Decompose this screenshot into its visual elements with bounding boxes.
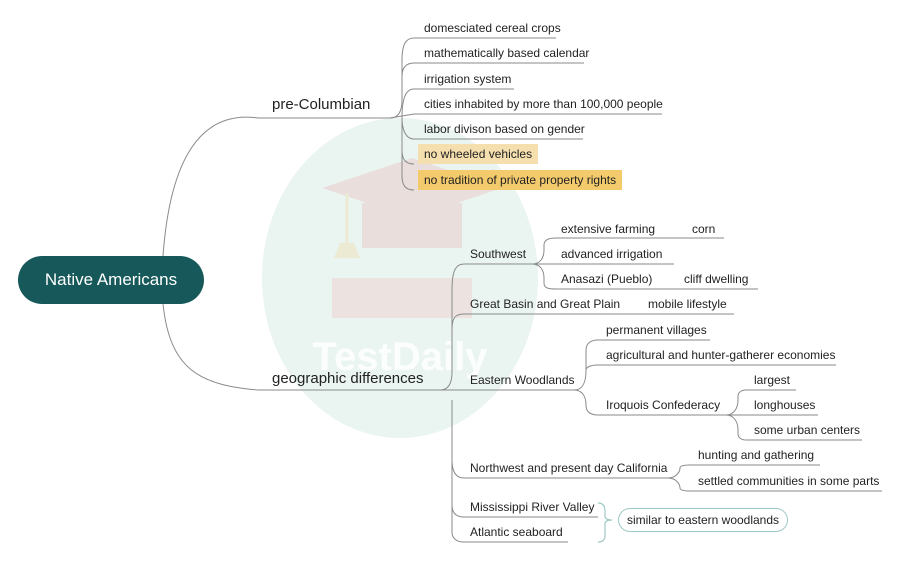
node-corn[interactable]: corn: [692, 222, 716, 236]
node-labor-division[interactable]: labor divison based on gender: [424, 122, 585, 136]
node-advanced-irrigation[interactable]: advanced irrigation: [561, 247, 663, 261]
node-eastern-woodlands[interactable]: Eastern Woodlands: [470, 373, 575, 387]
node-great-basin[interactable]: Great Basin and Great Plain: [470, 297, 621, 311]
node-mississippi[interactable]: Mississippi River Valley: [470, 500, 595, 514]
node-cereal-crops[interactable]: domesciated cereal crops: [424, 21, 561, 35]
node-permanent-villages[interactable]: permanent villages: [606, 323, 707, 337]
node-no-private-property[interactable]: no tradition of private property rights: [418, 170, 623, 190]
node-pre-columbian[interactable]: pre-Columbian: [272, 96, 371, 113]
node-cliff-dwelling[interactable]: cliff dwelling: [684, 272, 749, 286]
node-anasazi[interactable]: Anasazi (Pueblo): [561, 272, 653, 286]
note-label: similar to eastern woodlands: [626, 513, 780, 527]
node-northwest[interactable]: Northwest and present day California: [470, 461, 668, 475]
node-iroquois[interactable]: Iroquois Confederacy: [606, 398, 721, 412]
node-agricultural-economies[interactable]: agricultural and hunter-gatherer economi…: [606, 348, 836, 362]
node-hunting-gathering[interactable]: hunting and gathering: [698, 448, 815, 462]
node-urban-centers[interactable]: some urban centers: [754, 423, 861, 437]
node-irrigation-system[interactable]: irrigation system: [424, 72, 512, 86]
node-largest[interactable]: largest: [754, 373, 791, 387]
node-mobile-lifestyle[interactable]: mobile lifestyle: [648, 297, 727, 311]
node-cities[interactable]: cities inhabited by more than 100,000 pe…: [424, 97, 663, 111]
note-similar-eastern[interactable]: similar to eastern woodlands: [618, 508, 788, 532]
node-settled-communities[interactable]: settled communities in some parts: [698, 474, 880, 488]
node-southwest[interactable]: Southwest: [470, 247, 527, 261]
node-no-wheeled-vehicles[interactable]: no wheeled vehicles: [418, 144, 539, 164]
root-label: Native Americans: [44, 270, 178, 289]
node-longhouses[interactable]: longhouses: [754, 398, 816, 412]
node-calendar[interactable]: mathematically based calendar: [424, 46, 590, 60]
node-extensive-farming[interactable]: extensive farming: [561, 222, 656, 236]
node-geographic-differences[interactable]: geographic differences: [272, 370, 424, 387]
root-node[interactable]: Native Americans: [18, 256, 204, 304]
node-atlantic-seaboard[interactable]: Atlantic seaboard: [470, 525, 563, 539]
